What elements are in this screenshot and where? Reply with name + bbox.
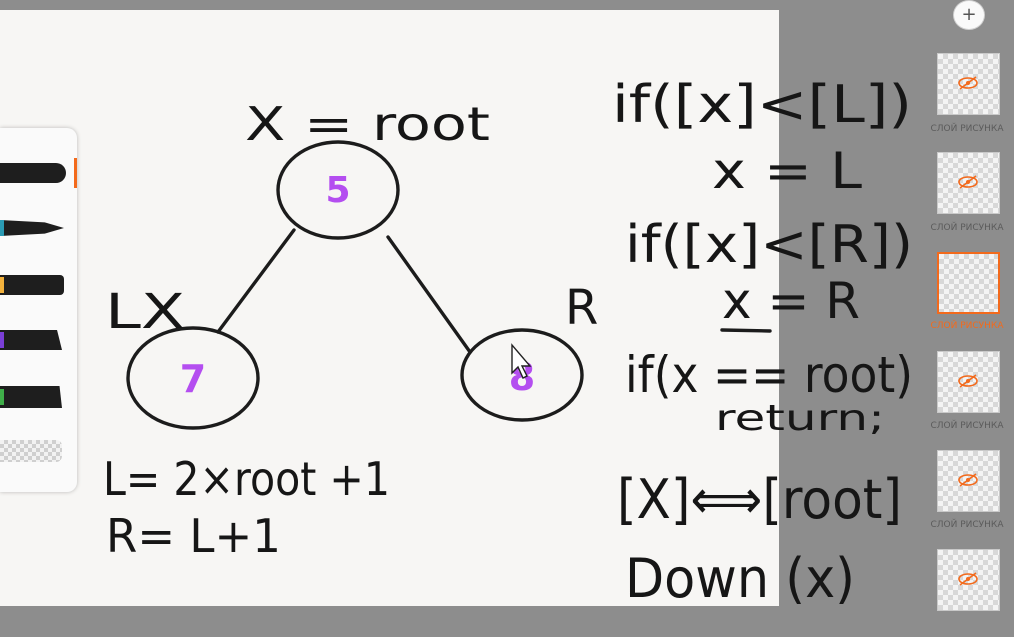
brush-flat-color (0, 332, 4, 348)
hidden-eye-icon[interactable] (957, 472, 979, 488)
brush-pencil[interactable] (0, 275, 64, 295)
code-line-1: if([x]<[L]) (612, 75, 912, 135)
formula-right: R= L+1 (106, 509, 281, 563)
hidden-eye-icon[interactable] (957, 373, 979, 389)
layer-thumbnail-1[interactable] (937, 53, 1000, 115)
code-line-3: if([x]<[R]) (625, 215, 913, 275)
right-label: R (565, 280, 598, 336)
code-line-7: [X]⟺[root] (617, 468, 902, 531)
layer-label-4: СЛОЙ РИСУНКА (930, 421, 1004, 431)
drawing-canvas[interactable] (0, 10, 779, 606)
code-underline (720, 328, 772, 333)
add-layer-button[interactable]: + (953, 0, 985, 30)
layer-thumbnail-2[interactable] (937, 152, 1000, 214)
hidden-eye-icon[interactable] (957, 571, 979, 587)
layer-label-5: СЛОЙ РИСУНКА (930, 520, 1004, 530)
left-node-value: 7 (180, 357, 206, 401)
brush-marker[interactable] (0, 163, 66, 183)
layer-thumbnail-6[interactable] (937, 549, 1000, 611)
formula-left: L= 2×root +1 (103, 452, 390, 506)
code-line-4: x = R (722, 272, 860, 330)
code-line-6: return; (715, 398, 885, 439)
left-label: LX (105, 284, 185, 340)
hidden-eye-icon[interactable] (957, 174, 979, 190)
root-label: X = root (245, 97, 490, 151)
brush-wide-color (0, 389, 4, 405)
left-node-circle (126, 326, 260, 430)
layer-label-3: СЛОЙ РИСУНКА (930, 321, 1004, 331)
brush-wide[interactable] (0, 386, 62, 408)
tree-edge-left (216, 228, 296, 334)
layer-thumbnail-4[interactable] (937, 351, 1000, 413)
right-node-circle (460, 328, 584, 422)
brush-active-indicator (74, 158, 77, 188)
code-line-8: Down (x) (625, 547, 855, 610)
root-node-value: 5 (325, 170, 350, 211)
code-line-2: x = L (712, 142, 862, 200)
root-node-circle (276, 140, 400, 240)
layer-thumbnail-3-active[interactable] (937, 252, 1000, 314)
brush-palette (0, 128, 77, 492)
brush-eraser[interactable] (0, 440, 62, 462)
mouse-cursor-icon (511, 343, 532, 379)
layer-label-1: СЛОЙ РИСУНКА (930, 124, 1004, 134)
brush-ink-pen-color (0, 220, 4, 236)
layer-label-2: СЛОЙ РИСУНКА (930, 223, 1004, 233)
code-line-5: if(x == root) (625, 346, 913, 404)
brush-pencil-color (0, 277, 4, 293)
hidden-eye-icon[interactable] (957, 75, 979, 91)
brush-ink-pen[interactable] (0, 220, 64, 236)
brush-flat[interactable] (0, 330, 62, 350)
tree-edge-right (386, 235, 472, 354)
layer-thumbnail-5[interactable] (937, 450, 1000, 512)
